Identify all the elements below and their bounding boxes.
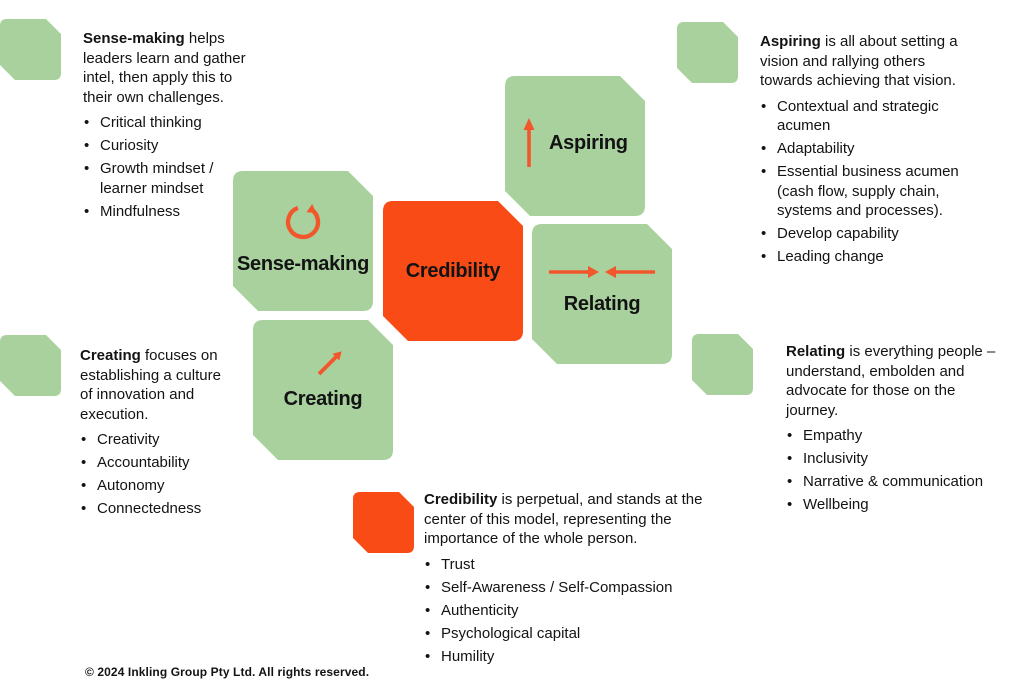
arrow-up-right-icon [314,344,348,378]
bullet-item: Wellbeing [786,495,1024,515]
bullet-item: Mindfulness [83,202,283,222]
note-aspiring: Aspiring is all about setting a vision a… [760,32,1010,270]
bullet-item: Accountability [80,453,280,473]
decor-tile-top-right [677,22,738,83]
note-lead: Aspiring [760,33,821,50]
bullet-item: Critical thinking [83,113,283,133]
note-text: helps leaders learn and gather intel, th… [83,30,246,106]
tile-sense-making: Sense-making [233,171,373,311]
bullet-item: Authenticity [424,601,774,621]
tile-label: Creating [283,387,363,410]
tile-creating: Creating [253,320,393,460]
note-heading: Aspiring is all about setting a vision a… [760,32,1010,91]
bullet-item: Self-Awareness / Self-Compassion [424,578,774,598]
bullet-item: Adaptability [760,139,1010,159]
bullet-item: Humility [424,647,774,667]
arrows-converge-icon [549,265,655,279]
bullet-item: Creativity [80,430,280,450]
note-creating: Creating focuses on establishing a cultu… [80,346,280,522]
tile-label: Credibility [405,260,501,282]
tile-label: Sense-making [236,252,369,275]
note-heading: Relating is everything people – understa… [786,342,1024,420]
bullet-list: CreativityAccountabilityAutonomyConnecte… [80,430,280,519]
bullet-list: Critical thinkingCuriosityGrowth mindset… [83,113,283,221]
tile-relating: Relating [532,224,672,364]
bullet-list: EmpathyInclusivityNarrative & communicat… [786,426,1024,515]
bullet-item: Curiosity [83,136,283,156]
tile-label: Relating [563,292,641,315]
decor-tile-top-left [0,19,61,80]
note-text: is everything people – understand, embol… [786,343,996,419]
bullet-item: Inclusivity [786,449,1024,469]
note-heading: Credibility is perpetual, and stands at … [424,490,774,549]
decor-tile-right [692,334,753,395]
note-heading: Sense-making helps leaders learn and gat… [83,29,283,107]
bullet-list: TrustSelf-Awareness / Self-CompassionAut… [424,555,774,667]
decor-tile-bottom-orange [353,492,414,553]
bullet-item: Psychological capital [424,624,774,644]
copyright-text: © 2024 Inkling Group Pty Ltd. All rights… [85,665,370,679]
bullet-item: Empathy [786,426,1024,446]
bullet-list: Contextual and strategic acumenAdaptabil… [760,97,1010,267]
note-lead: Creating [80,347,141,364]
bullet-item: Leading change [760,247,1010,267]
note-sense-making: Sense-making helps leaders learn and gat… [83,29,283,225]
note-lead: Relating [786,343,846,360]
note-credibility: Credibility is perpetual, and stands at … [424,490,774,670]
arrow-up-icon [522,117,536,169]
tile-credibility: Credibility [383,201,523,341]
bullet-item: Growth mindset / learner mindset [83,159,283,198]
bullet-item: Trust [424,555,774,575]
bullet-item: Develop capability [760,224,1010,244]
note-lead: Sense-making [83,30,185,47]
tile-label: Aspiring [549,132,628,154]
note-text: is all about setting a vision and rallyi… [760,33,958,89]
note-lead: Credibility [424,491,498,508]
bullet-item: Autonomy [80,476,280,496]
note-text: is perpetual, and stands at the center o… [424,491,703,547]
note-text: focuses on establishing a culture of inn… [80,347,221,423]
bullet-item: Narrative & communication [786,472,1024,492]
note-heading: Creating focuses on establishing a cultu… [80,346,280,424]
bullet-item: Connectedness [80,499,280,519]
cycle-icon [282,201,324,241]
bullet-item: Contextual and strategic acumen [760,97,1010,136]
decor-tile-left [0,335,61,396]
tile-aspiring: Aspiring [505,76,645,216]
bullet-item: Essential business acumen (cash flow, su… [760,162,1010,221]
note-relating: Relating is everything people – understa… [786,342,1024,518]
